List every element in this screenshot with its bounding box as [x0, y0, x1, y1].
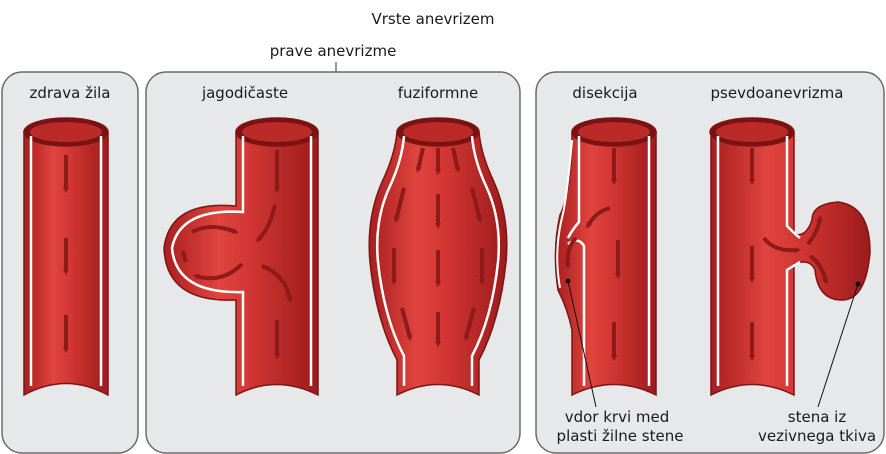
group-label: prave anevrizme — [270, 42, 397, 60]
annotation-pseudo-line2: vezivnega tkiva — [758, 427, 876, 445]
label-saccular: jagodičaste — [201, 84, 288, 102]
label-pseudo: psevdoanevrizma — [711, 84, 844, 102]
annotation-pseudo-line1: stena iz — [788, 408, 847, 426]
vessel-healthy — [24, 118, 108, 395]
annotation-dissection-line2: plasti žilne stene — [557, 427, 684, 445]
label-dissection: disekcija — [572, 84, 637, 102]
label-fusiform: fuziformne — [398, 84, 479, 102]
label-healthy: zdrava žila — [30, 84, 111, 102]
diagram-title: Vrste anevrizem — [372, 10, 495, 28]
annotation-dissection-line1: vdor krvi med — [565, 408, 670, 426]
